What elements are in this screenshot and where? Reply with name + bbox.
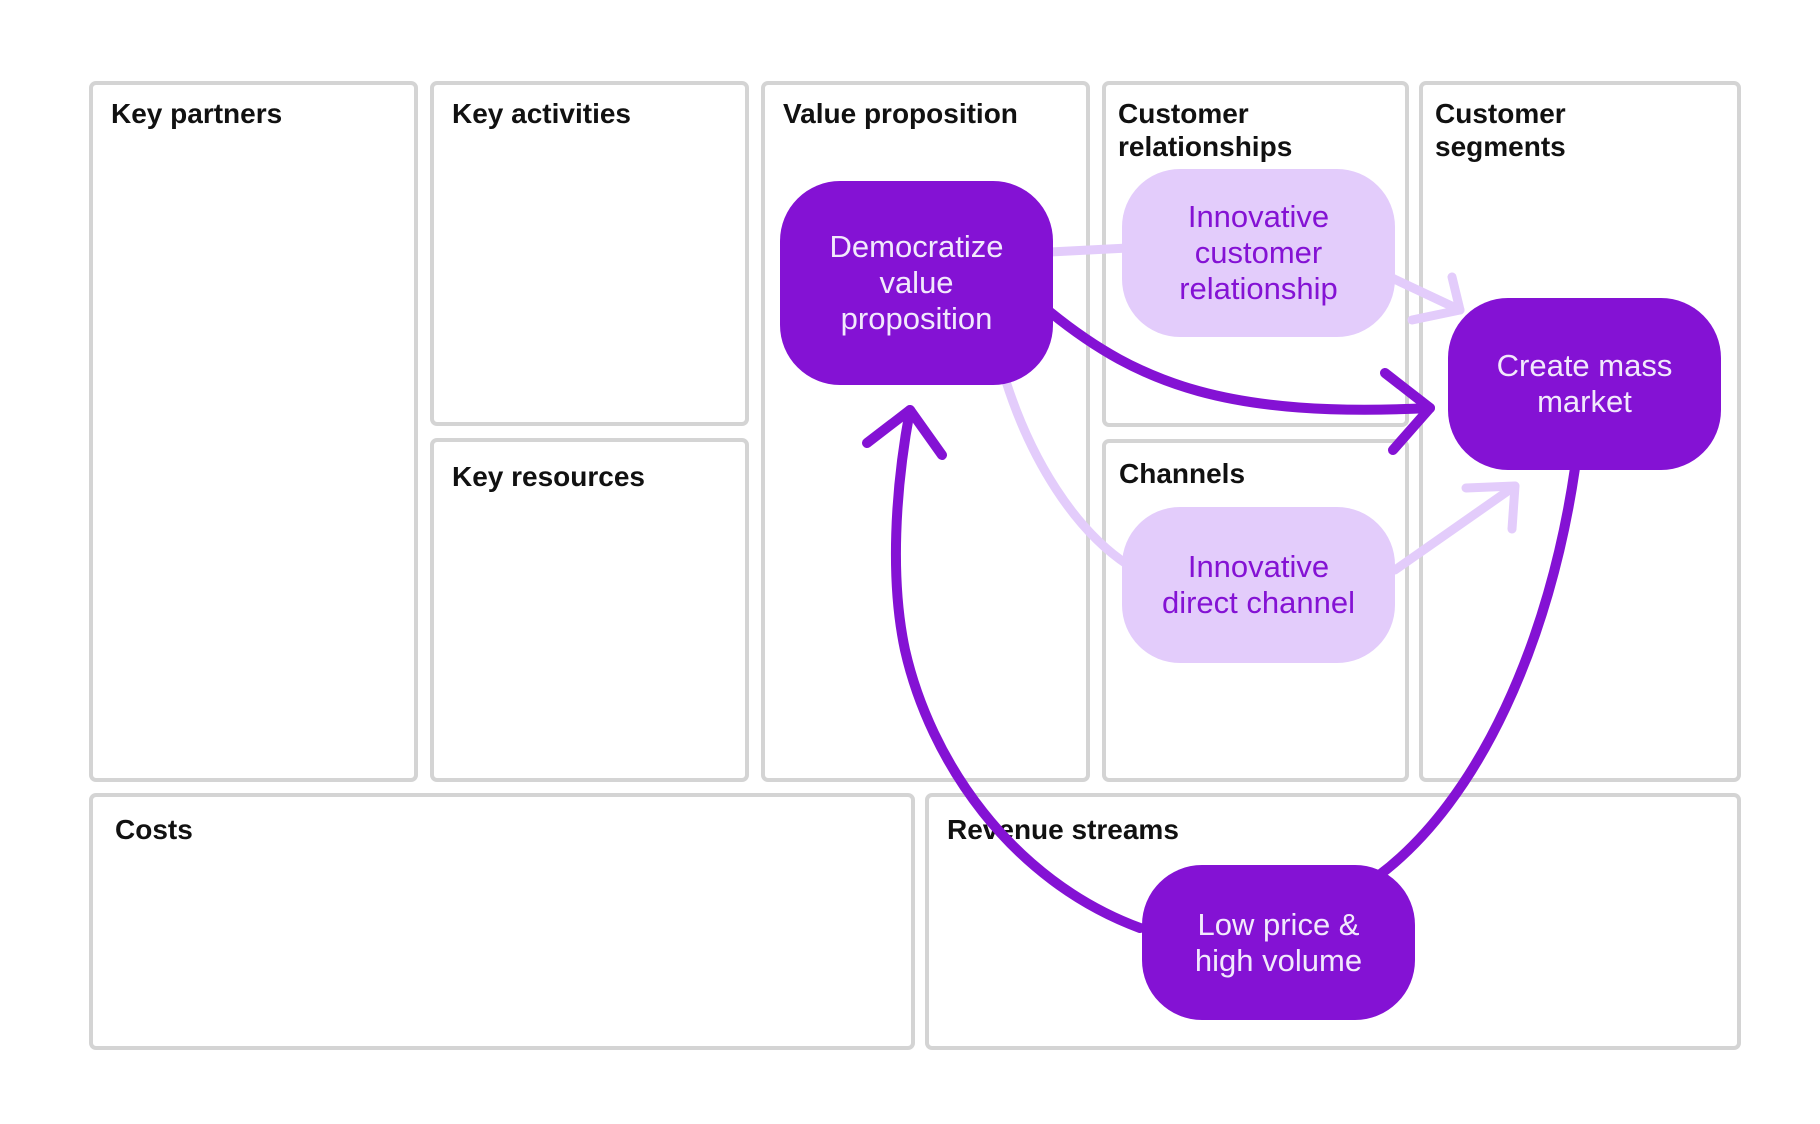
key-partners-panel: Key partners: [89, 81, 418, 782]
dark-arrow-low-price-to-democratize: [890, 405, 1145, 933]
create-mass-market-node: Create mass market: [1448, 298, 1721, 470]
dark-arrow-democratize-to-mass-market: [1045, 307, 1435, 415]
innovative-customer-relationship-node: Innovative customer relationship: [1122, 169, 1395, 337]
value-proposition-title: Value proposition: [783, 98, 1018, 129]
dark-arrowhead-mass-market: [1380, 368, 1435, 455]
costs-panel: Costs: [89, 793, 915, 1050]
channels-title: Channels: [1119, 458, 1246, 489]
costs-title: Costs: [115, 814, 193, 845]
customer-segments-title: Customer segments: [1435, 98, 1566, 162]
light-arrowhead-channel: [1461, 481, 1520, 534]
key-activities-title: Key activities: [452, 98, 631, 129]
key-resources-panel: Key resources: [430, 438, 749, 782]
low-price-high-volume-node: Low price & high volume: [1142, 865, 1415, 1020]
key-partners-title: Key partners: [111, 98, 283, 129]
dark-arrow-mass-market-to-low-price: [1373, 463, 1580, 881]
customer-relationships-title: Customer relationships: [1118, 98, 1293, 162]
innovative-direct-channel-node: Innovative direct channel: [1122, 507, 1395, 663]
dark-arrowhead-democratize: [862, 405, 947, 460]
light-connector-democratize-to-relationship: [1045, 243, 1133, 257]
key-resources-title: Key resources: [452, 461, 646, 492]
light-arrowhead-relationship: [1407, 272, 1465, 325]
light-arrow-channel-to-mass-market: [1390, 481, 1520, 575]
democratize-value-proposition-node: Democratize value proposition: [780, 181, 1053, 385]
light-arrow-relationship-to-mass-market: [1387, 273, 1465, 315]
light-connector-democratize-to-channel: [999, 370, 1133, 570]
key-activities-panel: Key activities: [430, 81, 749, 426]
